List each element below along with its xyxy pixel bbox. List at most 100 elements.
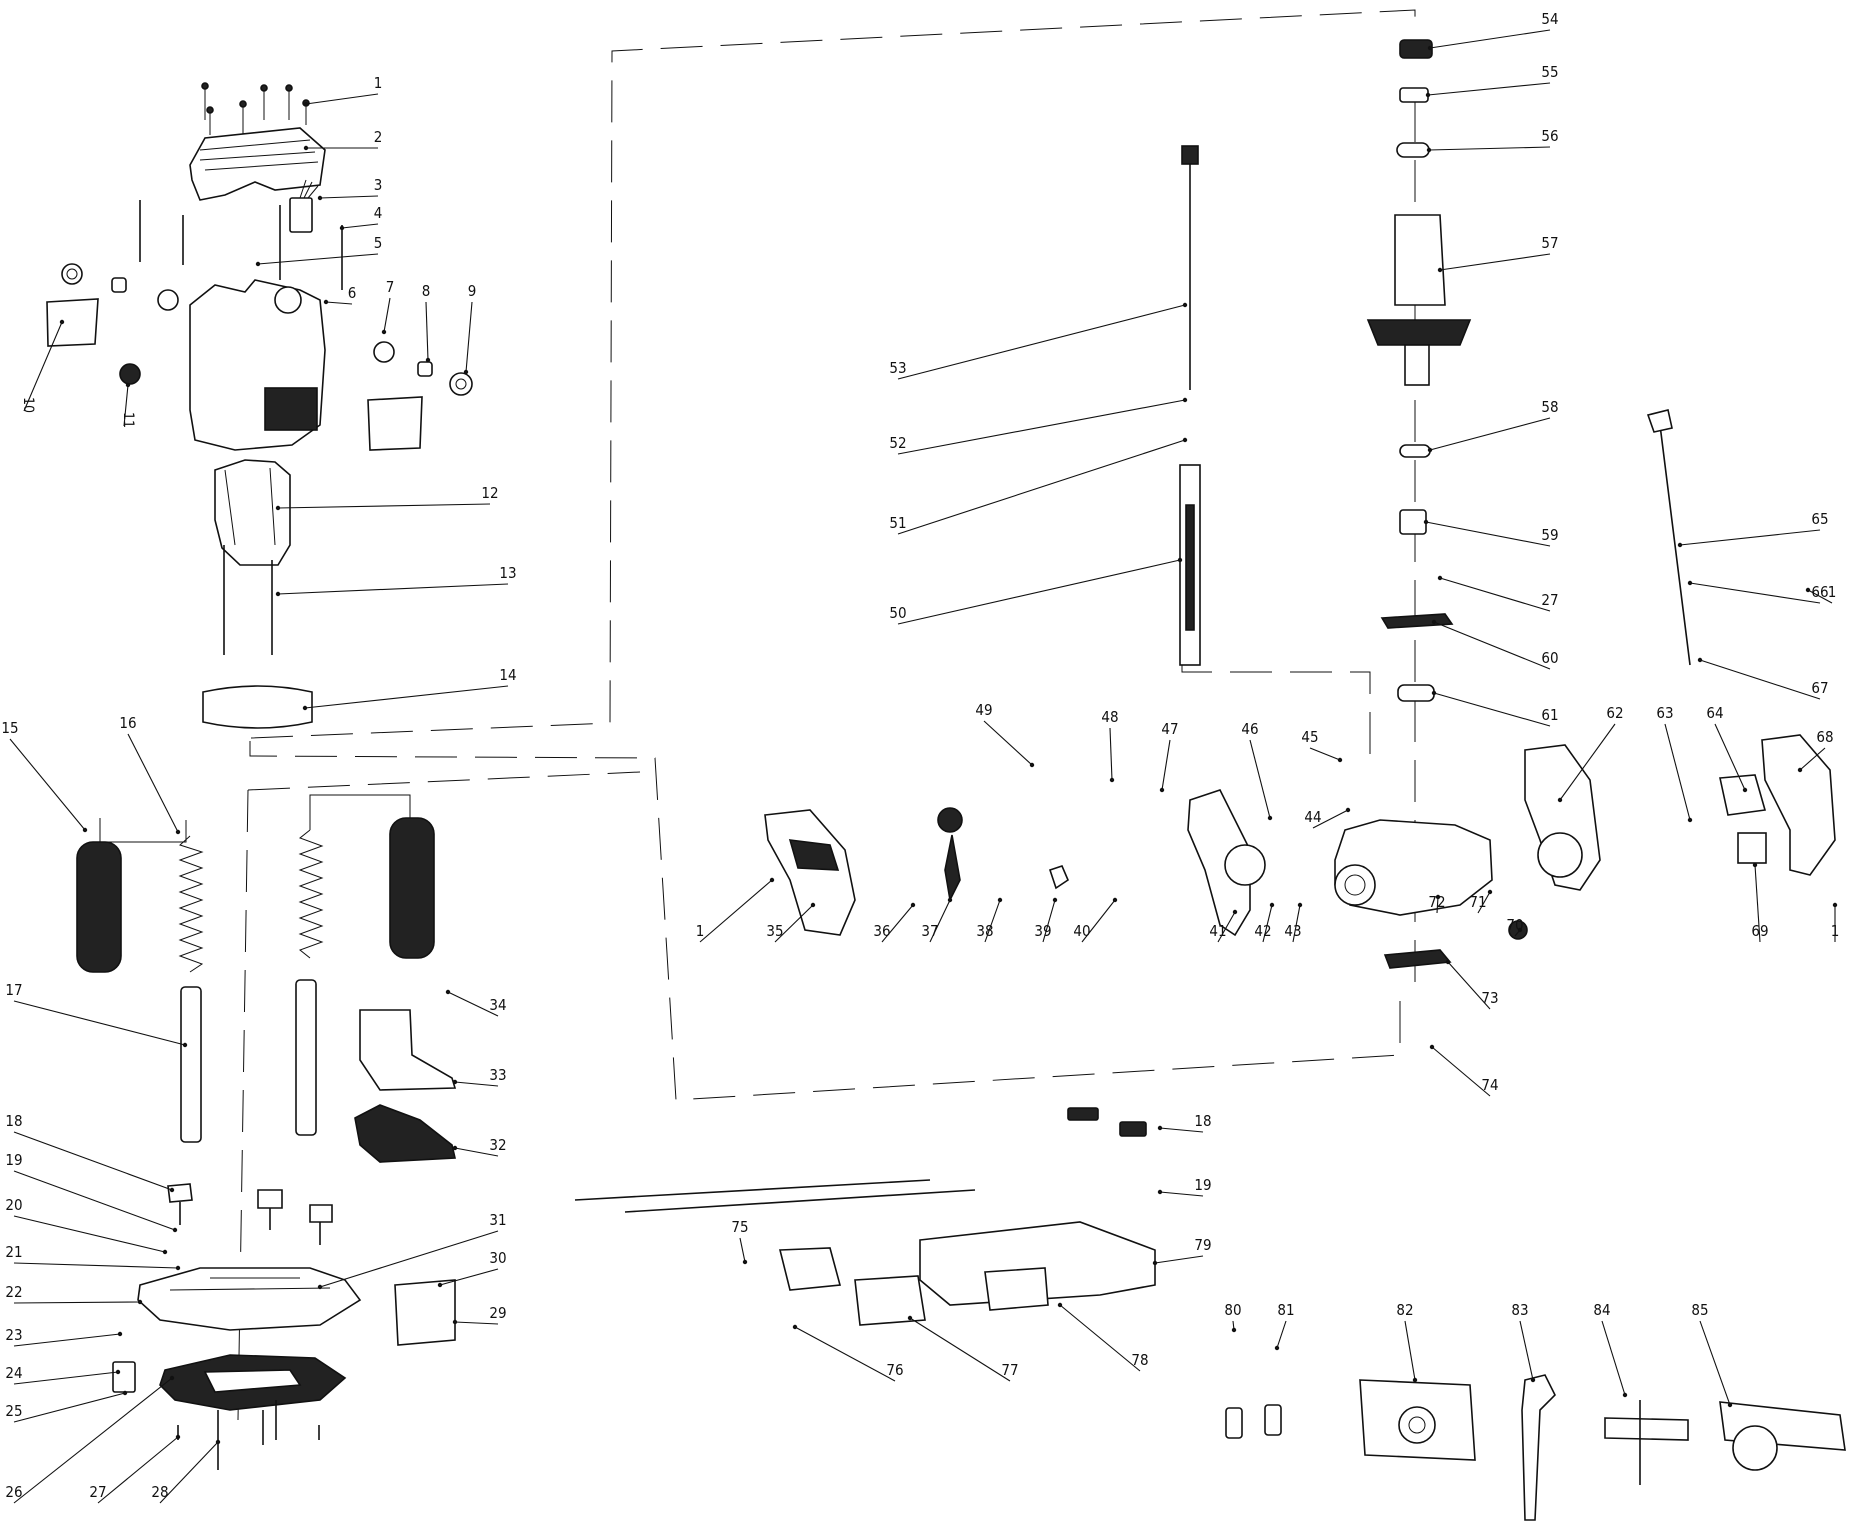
part-number-4: 4 [374,204,383,222]
callout-leader-38 [984,899,1001,943]
callout-dot-64 [1742,787,1748,793]
callout-leader-55 [1427,82,1551,96]
callout-dot-77 [907,1315,913,1321]
part-number-85: 85 [1691,1301,1708,1319]
base-section [76,794,457,1470]
callout-dot-43 [1297,902,1303,908]
armature-section [1179,39,1691,702]
part-number-28: 28 [151,1483,168,1501]
spring-left [178,835,204,973]
part-number-48: 48 [1101,708,1118,726]
part-number-77: 77 [1001,1361,1018,1379]
callout-dot-42 [1269,902,1275,908]
callout-leader-26 [13,1377,173,1504]
depth-stop-block [112,1361,136,1393]
callout-dot-54 [1427,45,1433,51]
switch [289,197,313,233]
dust-adapter [354,1104,456,1163]
part-number-1: 1 [374,74,383,92]
part-number-25: 25 [5,1402,22,1420]
callout-dot-40 [1112,897,1118,903]
callout-leader-44 [1312,809,1349,829]
callout-dot-59 [1423,519,1429,525]
part-number-7: 7 [386,278,395,296]
callout-leader-42 [1262,904,1273,943]
callout-leader-28 [159,1441,219,1504]
callout-dot-73 [1445,959,1451,965]
callout-leader-13 [277,583,509,595]
callout-dot-39 [1052,897,1058,903]
callout-dot-19 [1157,1189,1163,1195]
callout-leader-17 [13,1000,186,1046]
callout-dot-48 [1109,777,1115,783]
callout-leader-27 [1439,577,1551,612]
trammel-point [1604,1417,1689,1441]
callout-dot-27 [175,1434,181,1440]
capacitor [1737,832,1767,864]
callout-dot-51 [1182,437,1188,443]
callout-leader-54 [1429,29,1551,49]
brush-cap-left [61,263,83,285]
callout-dot-82 [1412,1377,1418,1383]
part-number-39: 39 [1034,922,1051,940]
wrench [1521,1374,1556,1521]
callout-dot-69 [1752,862,1758,868]
callout-leader-81 [1276,1320,1287,1349]
callout-dot-53 [1182,302,1188,308]
callout-dot-1 [1805,587,1811,593]
base [137,1267,362,1331]
spring-right [298,829,324,959]
part-number-1: 1 [1828,583,1837,601]
part-number-21: 21 [5,1243,22,1261]
part-number-3: 3 [374,176,383,194]
armature [1394,214,1446,306]
part-number-16: 16 [119,714,136,732]
callout-leader-76 [794,1326,896,1382]
callout-dot-21 [175,1265,181,1271]
parallel-guide [919,1221,1156,1306]
callout-leader-19 [1159,1191,1204,1197]
callout-dot-79 [1152,1260,1158,1266]
part-number-11: 11 [120,412,136,428]
part-number-30: 30 [489,1249,506,1267]
callout-dot-61 [1431,690,1437,696]
left-handle [1187,789,1251,937]
callout-dot-52 [1182,397,1188,403]
part-number-47: 47 [1161,720,1178,738]
dust-boot-right [389,817,435,959]
callout-leader-62 [1559,723,1616,801]
part-number-46: 46 [1241,720,1258,738]
callout-leader-68 [1799,747,1826,771]
part-number-55: 55 [1541,63,1558,81]
callout-leader-79 [1154,1255,1204,1264]
part-number-68: 68 [1816,728,1833,746]
callout-leader-52 [897,399,1186,455]
callout-leader-66 [1689,582,1821,604]
callout-leader-6 [325,301,353,305]
callout-dot-36 [910,902,916,908]
part-number-57: 57 [1541,234,1558,252]
callout-dot-30 [437,1282,443,1288]
callout-leader-56 [1428,146,1551,151]
part-number-38: 38 [976,922,993,940]
chip-shield [394,1279,456,1346]
part-number-60: 60 [1541,649,1558,667]
callout-leader-50 [897,559,1181,625]
callout-leader-60 [1433,621,1551,670]
part-number-65: 65 [1811,510,1828,528]
callout-leader-27 [97,1436,179,1504]
callout-dot-62 [1557,797,1563,803]
callout-dot-34 [445,989,451,995]
callout-dot-7 [381,329,387,335]
bearing-plate [1380,613,1454,629]
callout-leader-4 [341,223,379,229]
callout-leader-51 [897,439,1186,535]
callout-leader-69 [1754,864,1761,943]
part-number-36: 36 [873,922,890,940]
callout-leader-85 [1699,1320,1731,1406]
callout-leader-78 [1059,1304,1141,1372]
part-number-63: 63 [1656,704,1673,722]
part-number-69: 69 [1751,922,1768,940]
callout-dot-24 [115,1369,121,1375]
part-number-1: 1 [696,922,705,940]
